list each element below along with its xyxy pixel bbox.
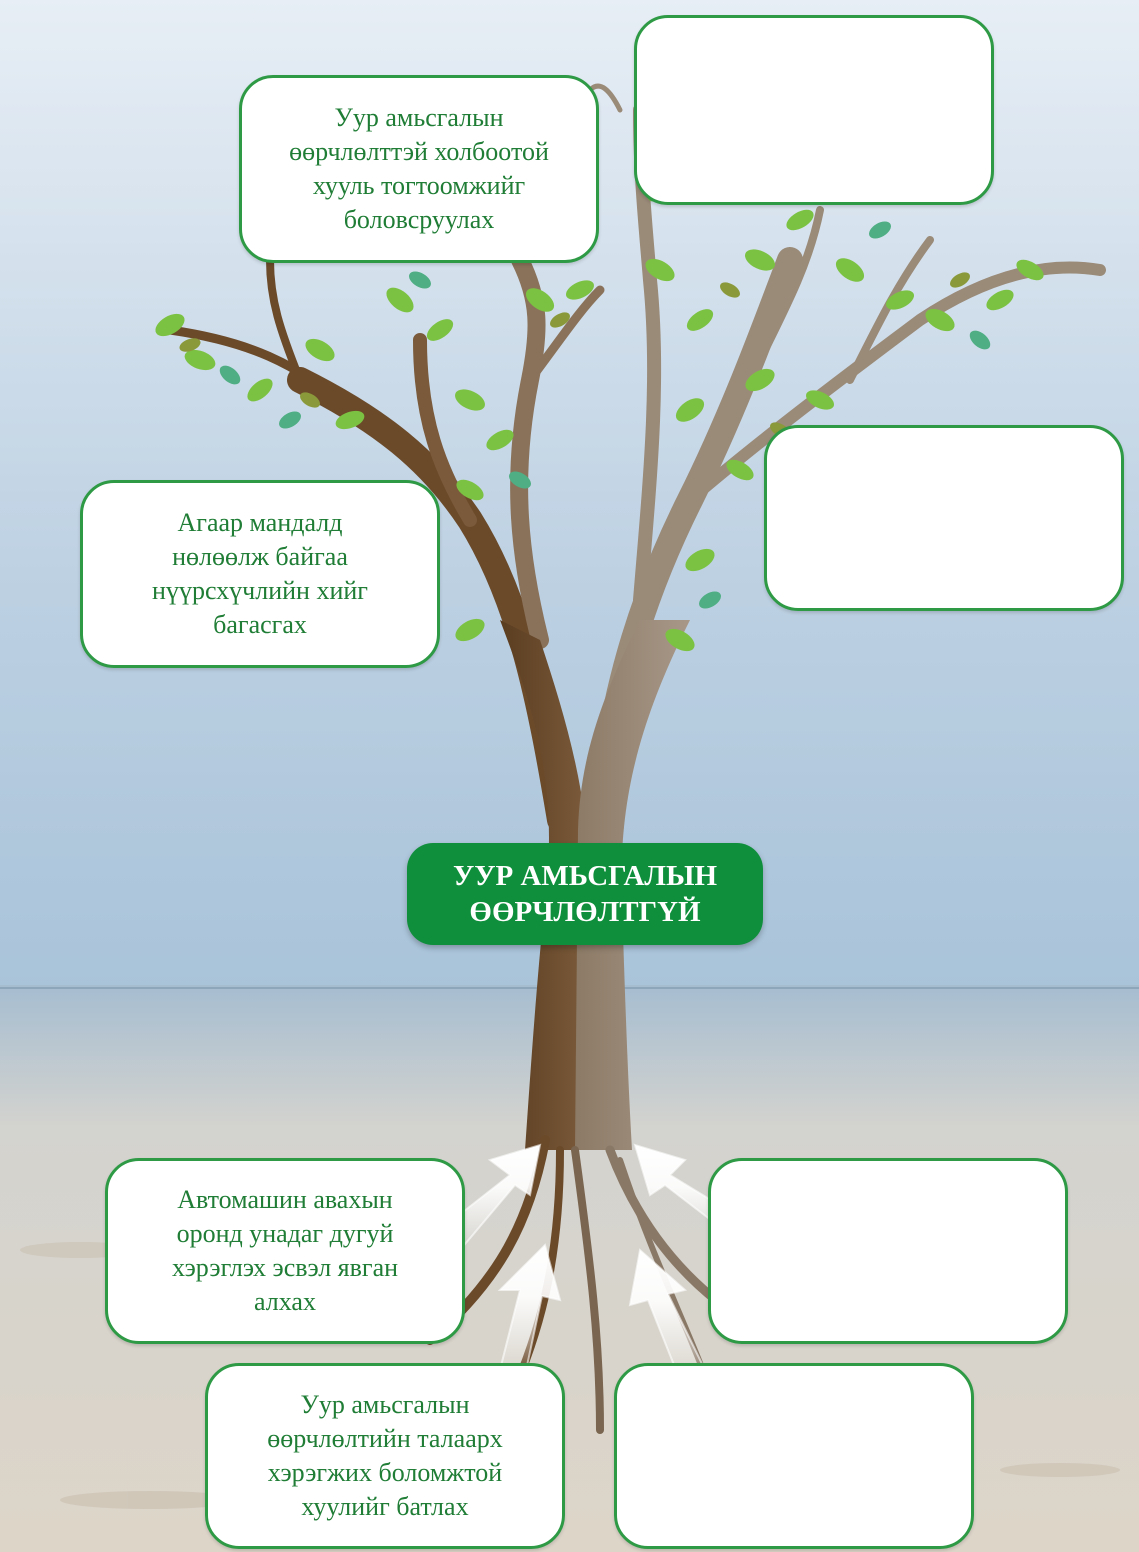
leaf-box-top-left: Уур амьсгалын өөрчлөлттэй холбоотой хуул… bbox=[239, 75, 599, 263]
center-label: УУР АМЬСГАЛЫН ӨӨРЧЛӨЛТГҮЙ bbox=[407, 843, 763, 945]
root-box-upper-right[interactable] bbox=[708, 1158, 1068, 1344]
root-box-lower-right[interactable] bbox=[614, 1363, 974, 1549]
leaf-box-top-right[interactable] bbox=[634, 15, 994, 205]
leaf-text-mid-left: Агаар мандалд нөлөөлж байгаа нүүрсхүчлий… bbox=[152, 508, 368, 639]
tree-leaves bbox=[155, 178, 1044, 652]
root-arrows bbox=[438, 1143, 762, 1382]
leaf-box-mid-right[interactable] bbox=[764, 425, 1124, 611]
leaf-box-mid-left: Агаар мандалд нөлөөлж байгаа нүүрсхүчлий… bbox=[80, 480, 440, 668]
arrow-lower-right bbox=[628, 1248, 707, 1382]
root-box-upper-left: Автомашин авахын оронд унадаг дугуй хэрэ… bbox=[105, 1158, 465, 1344]
root-text-lower-left: Уур амьсгалын өөрчлөлтийн талаарх хэрэгж… bbox=[267, 1390, 503, 1521]
root-box-lower-left: Уур амьсгалын өөрчлөлтийн талаарх хэрэгж… bbox=[205, 1363, 565, 1549]
leaf-text-top-left: Уур амьсгалын өөрчлөлттэй холбоотой хуул… bbox=[289, 103, 549, 234]
root-text-upper-left: Автомашин авахын оронд унадаг дугуй хэрэ… bbox=[171, 1185, 399, 1316]
trunk-right bbox=[575, 620, 690, 1150]
arrow-upper-left bbox=[438, 1143, 542, 1252]
trunk-left bbox=[500, 620, 585, 1150]
arrow-lower-left bbox=[497, 1243, 562, 1377]
